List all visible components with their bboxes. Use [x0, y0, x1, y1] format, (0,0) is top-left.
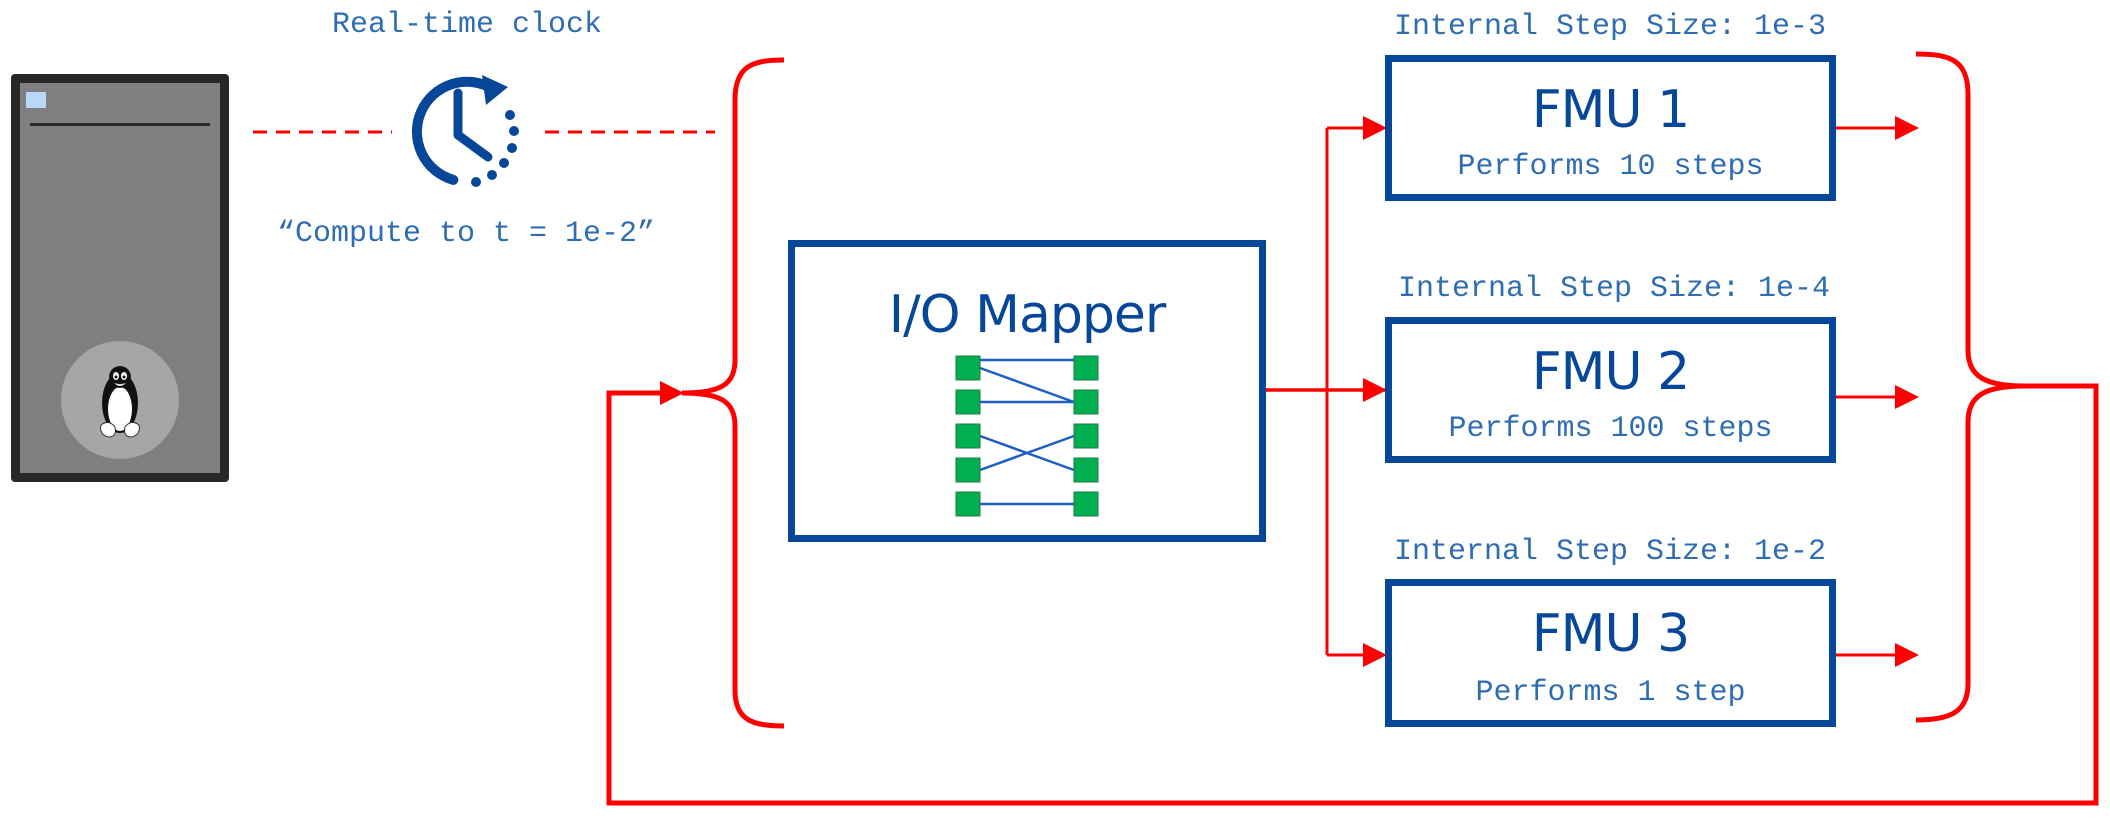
output-port [1073, 389, 1099, 415]
io-mapper-title: I/O Mapper [888, 285, 1166, 345]
output-port [1073, 423, 1099, 449]
output-port [1073, 457, 1099, 483]
clock-refresh-icon [411, 75, 519, 187]
compute-command-label: “Compute to t = 1e-2” [276, 217, 656, 251]
input-port [955, 457, 981, 483]
input-port [955, 389, 981, 415]
fmu-2-title: FMU 2 [1531, 342, 1690, 402]
fmu-3-box: FMU 3 Performs 1 step [1385, 579, 1836, 727]
right-brace [1915, 51, 2026, 723]
fmu-1-step-size-label: Internal Step Size: 1e-3 [1393, 10, 1827, 44]
fmu-2-box: FMU 2 Performs 100 steps [1385, 317, 1836, 463]
input-port [955, 423, 981, 449]
fmu-3-title: FMU 3 [1531, 604, 1690, 664]
output-port [1073, 355, 1099, 381]
port-connection [979, 434, 1075, 472]
linux-server [11, 74, 229, 482]
fmu-1-title: FMU 1 [1531, 80, 1690, 140]
fmu-3-step-size-label: Internal Step Size: 1e-2 [1393, 535, 1827, 569]
linux-badge [61, 341, 179, 459]
fmu-1-box: FMU 1 Performs 10 steps [1385, 55, 1836, 201]
fmu-3-steps-label: Performs 1 step [1475, 676, 1746, 710]
output-port [1073, 491, 1099, 517]
status-light-icon [26, 92, 46, 108]
clock-label: Real-time clock [331, 8, 603, 42]
fmu-2-step-size-label: Internal Step Size: 1e-4 [1397, 272, 1831, 306]
feedback-loop-line [606, 383, 2099, 806]
feedback-loop-arrowhead [660, 381, 684, 405]
fmu-1-steps-label: Performs 10 steps [1457, 150, 1764, 184]
port-connection [979, 366, 1075, 404]
input-port [955, 491, 981, 517]
linux-tux-icon [100, 366, 140, 438]
input-port [955, 355, 981, 381]
left-brace [681, 57, 785, 729]
port-mapping-diagram [955, 355, 1099, 517]
io-mapper-box: I/O Mapper [788, 240, 1266, 542]
drive-bay-divider [30, 123, 210, 126]
fmu-2-steps-label: Performs 100 steps [1448, 412, 1773, 446]
